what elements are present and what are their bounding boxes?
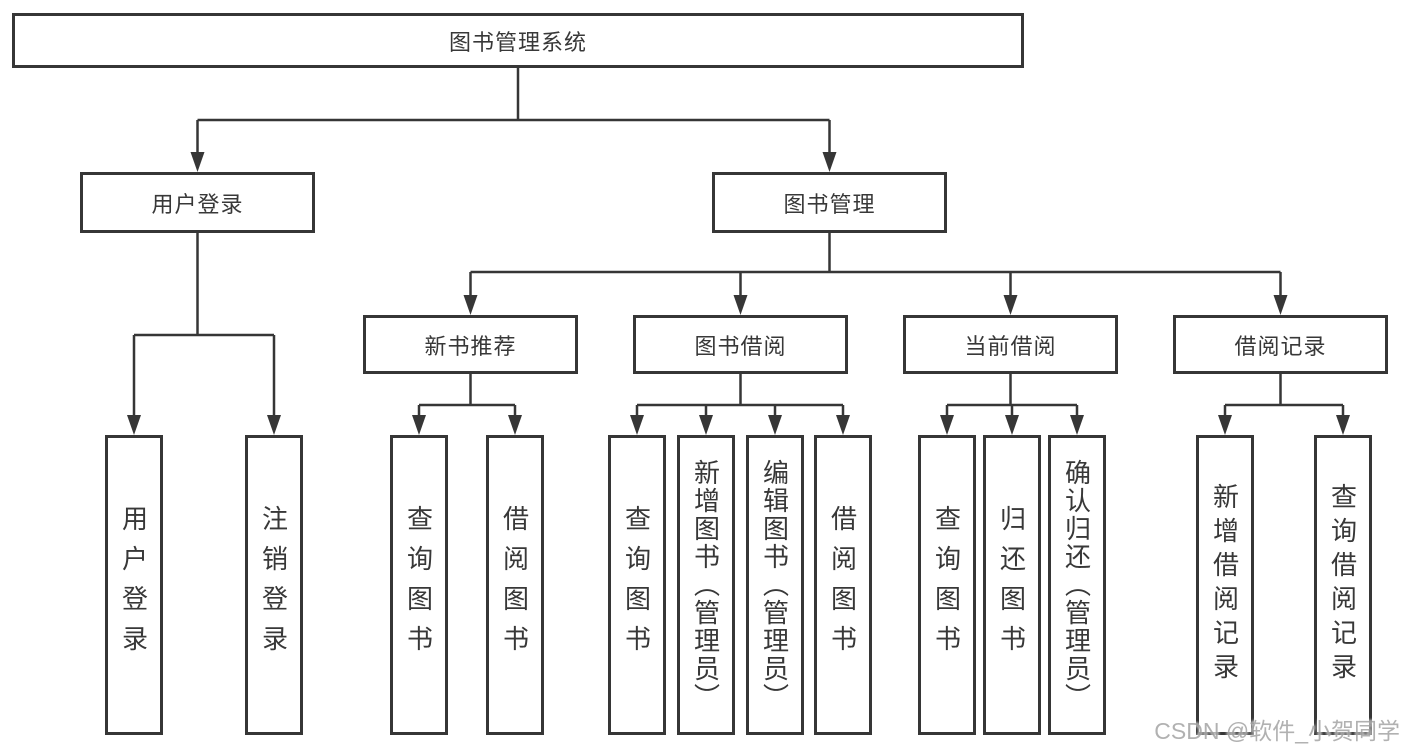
node-root: 图书管理系统 [12,13,1024,68]
leaf-add-book-admin: 新增图书（管理员） [677,435,735,735]
leaf-query-borrow-record-label: 查询借阅记录 [1327,483,1358,687]
node-borrow-records-label: 借阅记录 [1234,333,1327,359]
leaf-return-book-label: 归还图书 [996,505,1027,665]
leaf-borrow-books-2: 借阅图书 [814,435,872,735]
node-borrow-records: 借阅记录 [1173,315,1388,374]
leaf-query-books-1: 查询图书 [390,435,448,735]
leaf-query-books-2-label: 查询图书 [621,505,652,665]
leaf-borrow-books-1: 借阅图书 [486,435,544,735]
node-root-label: 图书管理系统 [448,29,587,55]
leaf-add-book-admin-label: 新增图书（管理员） [690,459,721,711]
node-new-book-recommend-label: 新书推荐 [424,333,517,359]
leaf-add-borrow-record: 新增借阅记录 [1196,435,1254,735]
node-user-login: 用户登录 [80,172,315,233]
leaf-add-borrow-record-label: 新增借阅记录 [1209,483,1240,687]
leaf-edit-book-admin-label: 编辑图书（管理员） [759,459,790,711]
node-book-management-label: 图书管理 [783,191,876,217]
leaf-confirm-return-admin: 确认归还（管理员） [1048,435,1106,735]
leaf-query-borrow-record: 查询借阅记录 [1314,435,1372,735]
node-current-borrow-label: 当前借阅 [964,333,1057,359]
watermark: CSDN @软件_小贺同学 [1154,718,1400,744]
leaf-confirm-return-admin-label: 确认归还（管理员） [1061,459,1092,711]
node-book-borrow-label: 图书借阅 [694,333,787,359]
leaf-borrow-books-1-label: 借阅图书 [499,505,530,665]
leaf-logout-label: 注销登录 [258,505,289,665]
node-current-borrow: 当前借阅 [903,315,1118,374]
leaf-query-books-1-label: 查询图书 [403,505,434,665]
leaf-borrow-books-2-label: 借阅图书 [827,505,858,665]
node-book-management: 图书管理 [712,172,947,233]
leaf-user-login-label: 用户登录 [118,505,149,665]
leaf-query-books-3: 查询图书 [918,435,976,735]
leaf-logout: 注销登录 [245,435,303,735]
leaf-query-books-2: 查询图书 [608,435,666,735]
leaf-query-books-3-label: 查询图书 [931,505,962,665]
node-user-login-label: 用户登录 [151,191,244,217]
node-new-book-recommend: 新书推荐 [363,315,578,374]
leaf-user-login: 用户登录 [105,435,163,735]
leaf-edit-book-admin: 编辑图书（管理员） [746,435,804,735]
node-book-borrow: 图书借阅 [633,315,848,374]
leaf-return-book: 归还图书 [983,435,1041,735]
